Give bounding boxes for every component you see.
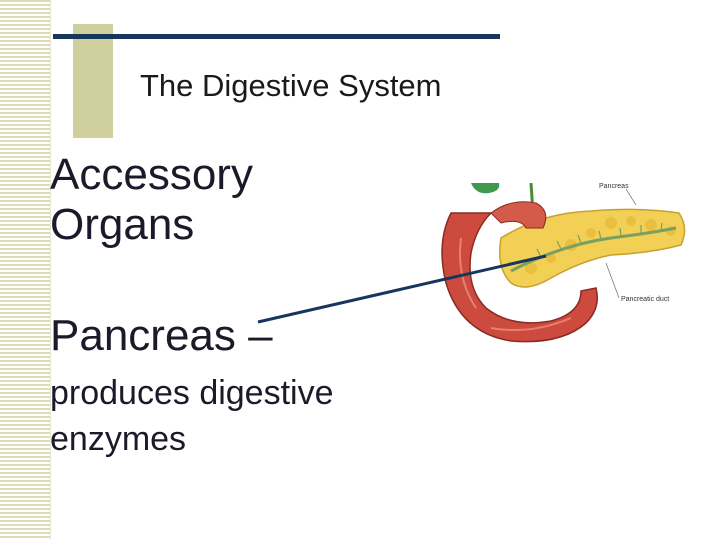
heading-line-1: Accessory: [50, 150, 253, 199]
title-accent-block: [73, 24, 113, 138]
title-rule: [53, 34, 500, 39]
gallbladder-shape: [471, 183, 500, 194]
pancreas-description: produces digestive enzymes: [50, 370, 334, 462]
illustration-label-duct: Pancreatic duct: [621, 296, 669, 303]
description-line-2: enzymes: [50, 420, 187, 458]
left-striped-margin: [0, 0, 51, 540]
heading-line-2: Organs: [50, 200, 195, 249]
pancreas-illustration: Pancreas Pancreatic duct: [431, 183, 691, 348]
pancreas-label: Pancreas –: [50, 311, 273, 360]
description-line-1: produces digestive: [50, 374, 334, 412]
section-heading: Accessory Organs: [50, 150, 253, 250]
illustration-label-pancreas: Pancreas: [599, 183, 629, 190]
slide-title: The Digestive System: [140, 68, 442, 103]
